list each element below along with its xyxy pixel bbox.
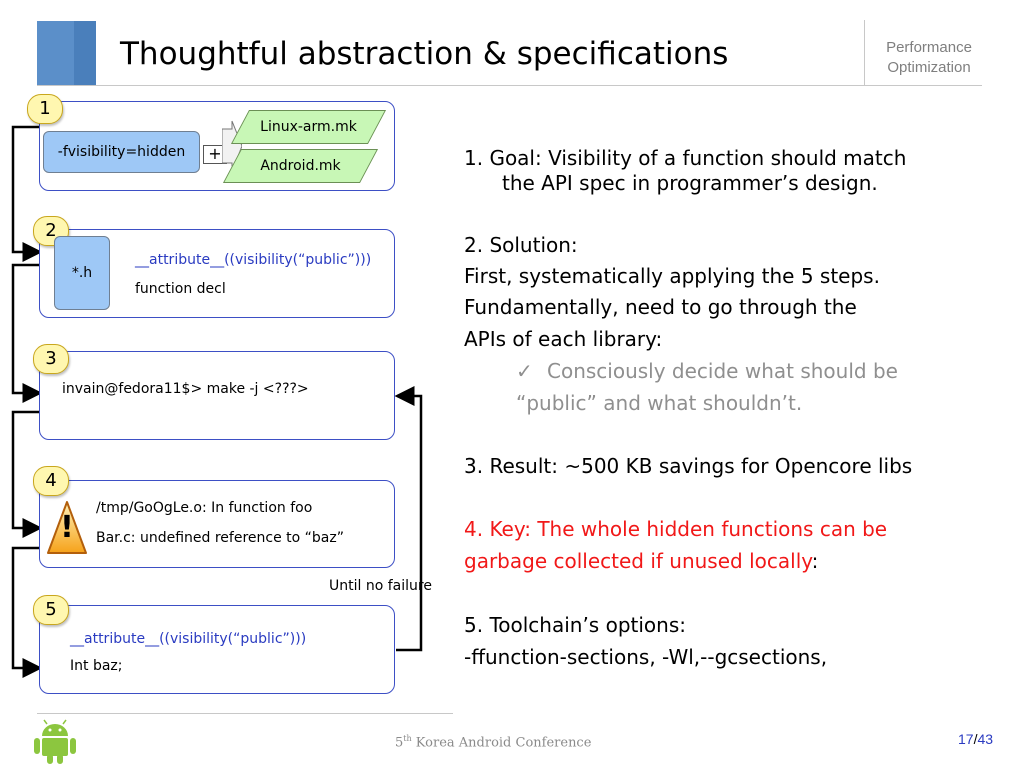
conference-number: 5 <box>395 735 404 751</box>
step-4-badge: 4 <box>33 466 69 496</box>
android-logo-icon <box>34 719 76 764</box>
loop-back-arrow <box>394 386 423 652</box>
page-current: 17 <box>958 731 974 747</box>
bullet-line2: “public” and what shouldn’t. <box>516 391 803 415</box>
page-total: 43 <box>977 731 994 747</box>
conference-footer: 5th Korea Android Conference <box>395 734 591 750</box>
connector-1-to-2 <box>11 125 43 262</box>
toolchain-options: -ffunction-sections, -Wl,--gcsections, <box>464 645 828 669</box>
bullet-line1: Consciously decide what should be <box>547 359 898 383</box>
toolchain-heading: 5. Toolchain’s options: <box>464 613 686 637</box>
section-label-line1: Performance <box>886 39 972 56</box>
connector-2-to-3 <box>11 263 53 403</box>
connector-3-to-4 <box>11 410 43 538</box>
step-1-badge: 1 <box>27 94 63 124</box>
solution-line1: First, systematically applying the 5 ste… <box>464 264 880 288</box>
loop-label: Until no failure <box>329 578 432 594</box>
result-line: 3. Result: ~500 KB savings for Opencore … <box>464 454 913 478</box>
step-3-command: invain@fedora11$> make -j <???> <box>62 381 309 397</box>
step-3-box <box>39 351 395 440</box>
conference-name: Korea Android Conference <box>411 735 592 751</box>
step-5-box <box>39 605 395 694</box>
step-5-decl-line: Int baz; <box>70 658 123 674</box>
header-divider <box>864 20 865 86</box>
step-4-error-line1: /tmp/GoOgLe.o: In function foo <box>96 500 313 516</box>
key-line1: 4. Key: The whole hidden functions can b… <box>464 517 888 541</box>
fvisibility-flag-box: -fvisibility=hidden <box>43 131 200 173</box>
key-line2: garbage collected if unused locally <box>464 549 812 573</box>
step-4-error-line2: Bar.c: undefined reference to “baz” <box>96 530 344 546</box>
header-rule <box>37 85 982 86</box>
connector-4-to-5 <box>11 546 43 678</box>
solution-line3: APIs of each library: <box>464 327 663 351</box>
footer-rule <box>37 713 453 714</box>
header-file-box: *.h <box>54 236 110 310</box>
warning-icon <box>47 501 87 554</box>
linux-arm-mk-file: Linux-arm.mk <box>230 110 387 144</box>
conference-suffix: th <box>403 734 412 743</box>
key-colon: : <box>811 549 819 573</box>
solution-line2: Fundamentally, need to go through the <box>464 295 857 319</box>
goal-line1: 1. Goal: Visibility of a function should… <box>464 146 907 170</box>
page-separator: / <box>973 731 978 747</box>
title-accent-block <box>37 21 96 85</box>
android-mk-file: Android.mk <box>222 149 379 183</box>
step-5-badge: 5 <box>33 595 69 625</box>
key-line2-wrapper: garbage collected if unused locally: <box>464 546 818 577</box>
section-label-line2: Optimization <box>887 59 971 76</box>
step-2-attribute-line: __attribute__((visibility(“public”))) <box>135 252 372 268</box>
step-2-decl-line: function decl <box>135 281 226 297</box>
section-label: Performance Optimization <box>874 38 984 78</box>
step-5-attribute-line: __attribute__((visibility(“public”))) <box>70 631 307 647</box>
page-number: 17/43 <box>958 731 993 747</box>
step-4-box <box>39 480 395 568</box>
warning-glyph: ! <box>60 510 74 545</box>
slide-title: Thoughtful abstraction & specifications <box>120 36 729 72</box>
checkmark-icon: ✓ <box>516 359 533 383</box>
goal-line2: the API spec in programmer’s design. <box>502 171 878 195</box>
solution-heading: 2. Solution: <box>464 233 578 257</box>
step-3-badge: 3 <box>33 344 69 374</box>
